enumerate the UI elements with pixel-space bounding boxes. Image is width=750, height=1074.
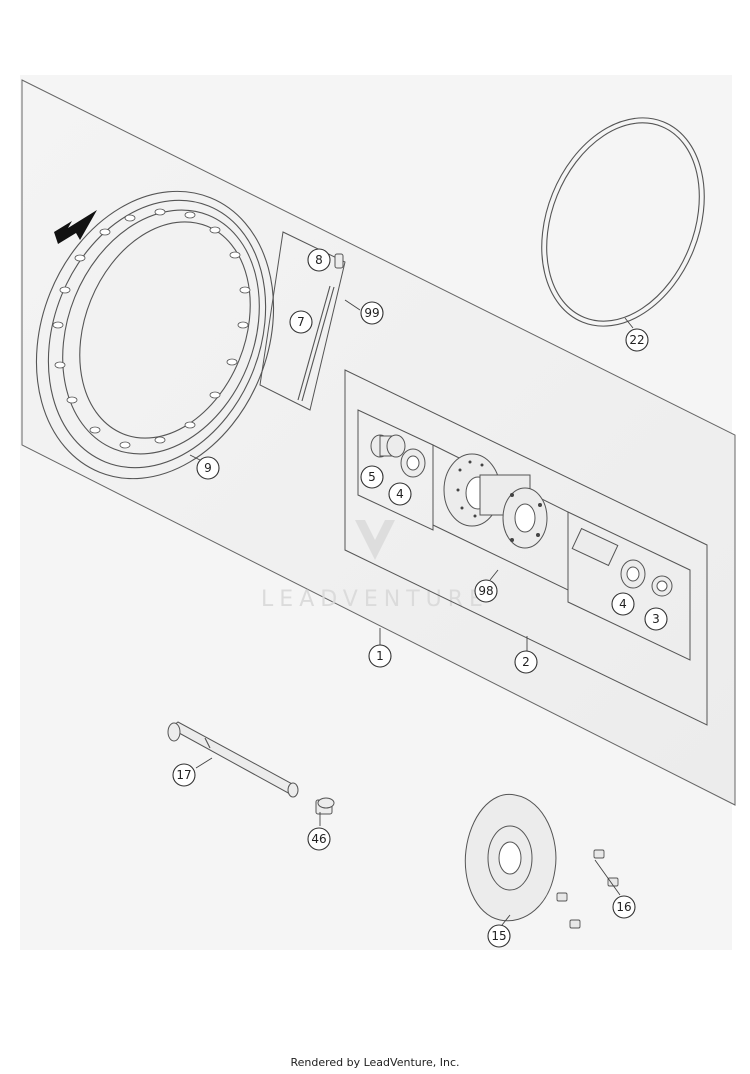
callout-15: 15: [487, 924, 511, 948]
svg-text:99: 99: [364, 306, 379, 320]
callout-98: 98: [474, 579, 498, 603]
hub-assembly-box: [344, 369, 708, 726]
svg-text:8: 8: [315, 253, 323, 267]
svg-text:15: 15: [491, 929, 506, 943]
svg-text:46: 46: [311, 832, 326, 846]
bearing-box-right: [567, 511, 691, 661]
spacer-part: [370, 434, 406, 458]
svg-text:3: 3: [652, 612, 660, 626]
bearing-part-left: [400, 448, 426, 478]
bearing-box-left: [357, 409, 434, 531]
svg-text:5: 5: [368, 470, 376, 484]
watermark-text: LEADVENTURE: [261, 587, 489, 612]
callout-22: 22: [625, 328, 649, 352]
svg-text:7: 7: [297, 315, 305, 329]
callout-7: 7: [289, 310, 313, 334]
callout-3: 3: [644, 607, 668, 631]
svg-text:17: 17: [176, 768, 191, 782]
callout-9: 9: [196, 456, 220, 480]
callout-46: 46: [307, 827, 331, 851]
callout-2: 2: [514, 650, 538, 674]
rotation-arrow-icon: [54, 210, 97, 244]
callout-4-left: 4: [388, 482, 412, 506]
brake-disc: [464, 793, 557, 922]
svg-text:22: 22: [629, 333, 644, 347]
callout-8: 8: [307, 248, 331, 272]
axle-nut: [315, 797, 335, 815]
svg-text:98: 98: [478, 584, 493, 598]
callout-16: 16: [612, 895, 636, 919]
wheel-axle: [167, 721, 299, 798]
bearing-part-right: [620, 559, 646, 589]
callout-17: 17: [172, 763, 196, 787]
svg-text:9: 9: [204, 461, 212, 475]
disc-bolts: [556, 849, 619, 929]
callout-1: 1: [368, 644, 392, 668]
svg-text:2: 2: [522, 655, 530, 669]
spacer-part-right: [651, 575, 673, 597]
callout-5: 5: [360, 465, 384, 489]
svg-text:4: 4: [619, 597, 627, 611]
wheel-rim: [35, 190, 275, 480]
callout-99: 99: [360, 301, 384, 325]
wheel-hub: [443, 453, 548, 549]
leader-lines: [189, 299, 634, 926]
rim-band: [541, 117, 705, 327]
svg-text:16: 16: [616, 900, 631, 914]
spacer-tube: [571, 527, 619, 567]
footer-credit: Rendered by LeadVenture, Inc.: [290, 1056, 460, 1069]
callout-4-right: 4: [611, 592, 635, 616]
leadventure-watermark: LEADVENTURE: [261, 520, 489, 612]
svg-text:1: 1: [376, 649, 384, 663]
svg-text:4: 4: [396, 487, 404, 501]
